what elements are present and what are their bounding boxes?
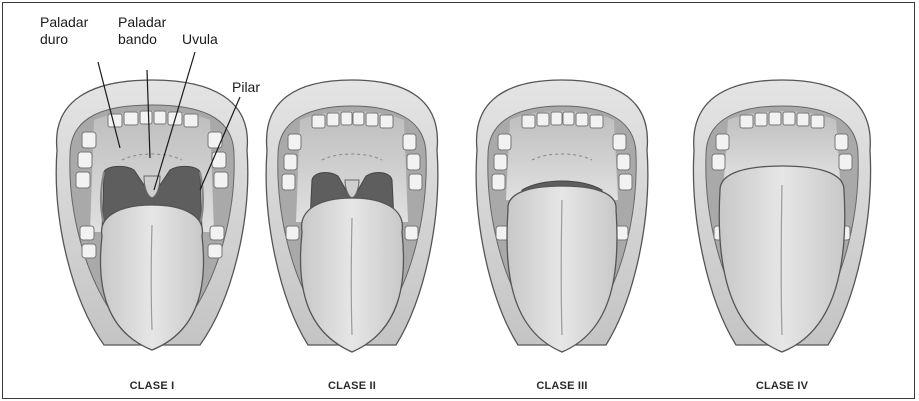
- mouth-class-3: [476, 80, 648, 352]
- label-pillar: Pilar: [232, 79, 260, 96]
- caption-class-2: CLASE II: [292, 380, 412, 392]
- caption-class-4: CLASE IV: [722, 380, 842, 392]
- mouth-class-1: [56, 80, 248, 350]
- mouth-class-4: [693, 80, 870, 352]
- mouth-class-2: [266, 80, 438, 352]
- label-soft-palate: Paladar bando: [118, 14, 166, 48]
- caption-class-1: CLASE I: [92, 380, 212, 392]
- label-uvula: Uvula: [182, 31, 218, 48]
- caption-class-3: CLASE III: [502, 380, 622, 392]
- label-hard-palate: Paladar duro: [40, 14, 88, 48]
